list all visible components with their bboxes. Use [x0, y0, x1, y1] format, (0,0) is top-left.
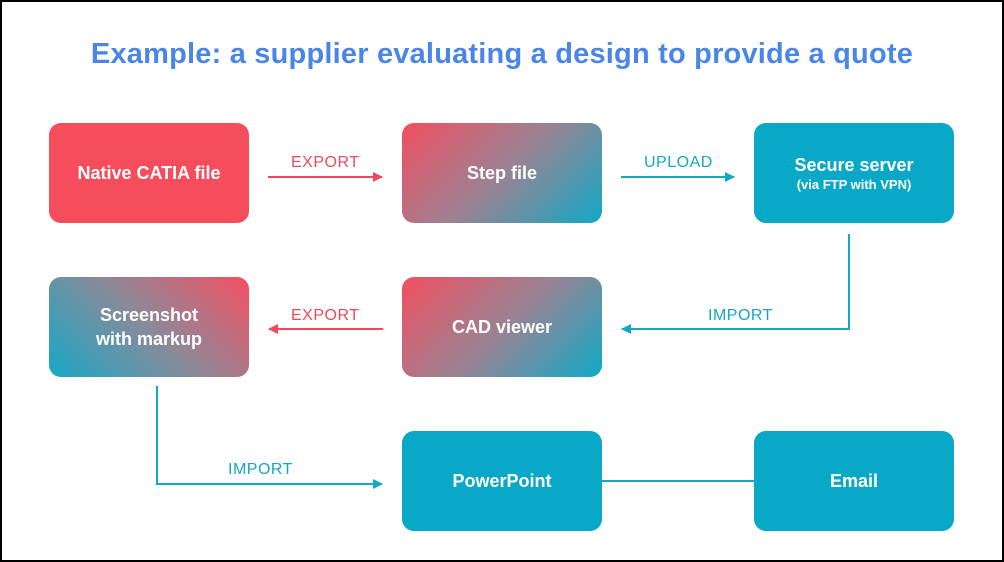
edge-label-import-1: IMPORT — [708, 307, 773, 324]
edge-label-export-2: EXPORT — [291, 307, 360, 324]
node-native-catia-file: Native CATIA file — [49, 123, 249, 223]
edge-screenshot-to-powerpoint — [156, 386, 383, 489]
edge-label-export-1: EXPORT — [291, 154, 360, 171]
node-label: Secure server — [794, 155, 914, 175]
node-label-line2: with markup — [95, 329, 202, 349]
node-secure-server: Secure server (via FTP with VPN) — [754, 123, 954, 223]
node-powerpoint: PowerPoint — [402, 431, 602, 531]
node-email: Email — [754, 431, 954, 531]
node-label-line1: Screenshot — [99, 305, 199, 325]
edge-label-upload: UPLOAD — [644, 154, 713, 171]
node-label: Email — [829, 471, 879, 491]
node-cad-viewer: CAD viewer — [402, 277, 602, 377]
node-step-file: Step file — [402, 123, 602, 223]
edge-label-import-2: IMPORT — [228, 461, 293, 478]
diagram-title: Example: a supplier evaluating a design … — [90, 38, 914, 70]
edge-server-to-cad — [621, 234, 850, 334]
node-label: Native CATIA file — [77, 163, 221, 183]
node-label: CAD viewer — [451, 317, 553, 337]
node-screenshot-with-markup: Screenshot with markup — [49, 277, 249, 377]
node-sublabel: (via FTP with VPN) — [796, 177, 912, 192]
node-label: Step file — [466, 163, 537, 183]
node-label: PowerPoint — [452, 471, 552, 491]
